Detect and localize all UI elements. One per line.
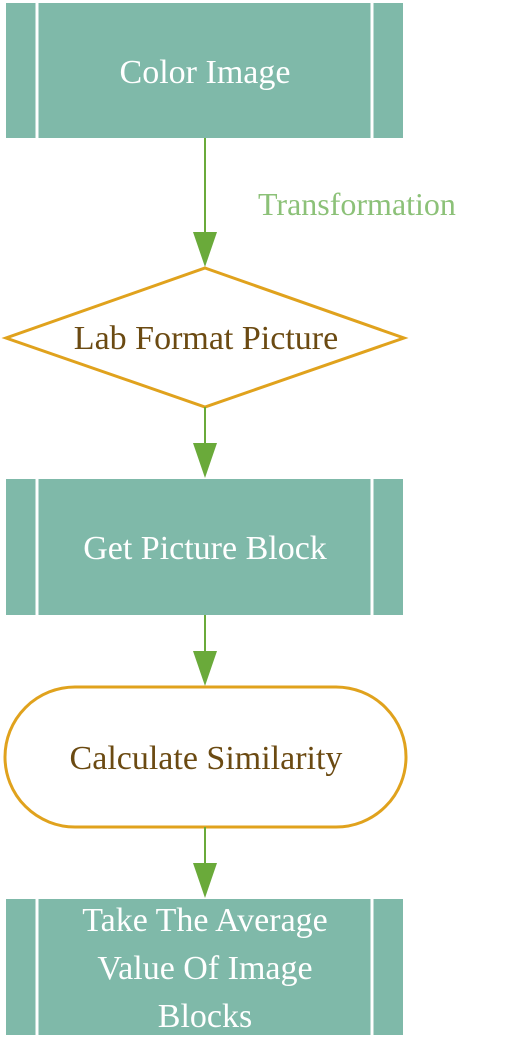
color-image-box [6,3,403,138]
edge-block-to-similarity [193,615,217,686]
edge-block-to-similarity-arrowhead [193,651,217,686]
node-take-average: Take The Average Value Of Image Blocks [6,899,403,1035]
take-average-label-line3: Blocks [158,998,252,1035]
edge-similarity-to-average-arrowhead [193,863,217,898]
lab-format-label: Lab Format Picture [74,320,338,357]
calc-similarity-label: Calculate Similarity [70,740,343,777]
take-average-label-line1: Take The Average [82,902,328,939]
node-lab-format: Lab Format Picture [1,266,409,409]
take-average-box [6,899,403,1035]
node-get-block: Get Picture Block [6,479,403,615]
edge-lab-to-block [193,407,217,478]
get-block-label: Get Picture Block [83,530,327,567]
take-average-label-line2: Value Of Image [97,950,312,987]
get-block-box [6,479,403,615]
node-color-image: Color Image [6,3,403,138]
edge-lab-to-block-arrowhead [193,443,217,478]
edge-similarity-to-average [193,827,217,898]
transformation-label: Transformation [258,186,456,222]
edge-color-to-lab: Transformation [193,138,456,267]
color-image-label: Color Image [120,54,291,91]
edge-color-to-lab-arrowhead [193,232,217,267]
node-calc-similarity: Calculate Similarity [3,685,408,829]
